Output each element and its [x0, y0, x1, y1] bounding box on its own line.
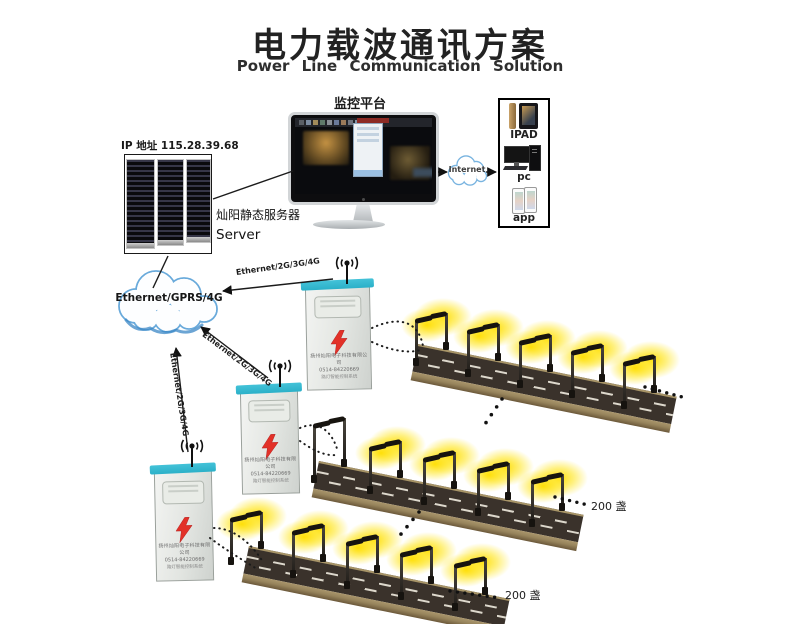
- cabinet-company-text: 扬州灿阳电子科技有限公司: [244, 456, 297, 471]
- cabinet-controller: [247, 399, 291, 423]
- gprs-cloud-icon: [118, 270, 218, 335]
- monitor-screen: [295, 118, 432, 194]
- street-lamp-pole: [397, 441, 403, 479]
- antenna-icon: [180, 439, 204, 467]
- pc-device: pc: [502, 144, 544, 183]
- ipad-label: IPAD: [510, 129, 538, 141]
- monitor-display: [288, 112, 439, 205]
- client-devices-box: IPAD pc app: [498, 98, 550, 228]
- ethernet-link-label-2: Ethernet/2G/3G/4G: [200, 330, 274, 389]
- cabinet-company-text: 扬州灿阳电子科技有限公司: [310, 352, 368, 366]
- dotted-link-cabinet1-road1: [371, 341, 422, 353]
- ethernet-link-label-1: Ethernet/2G/3G/4G: [235, 256, 321, 277]
- server-name-cn: 灿阳静态服务器: [216, 208, 301, 222]
- street-lamp-pole: [311, 425, 317, 483]
- street-lamp-pole: [398, 554, 404, 600]
- antenna-icon: [268, 359, 292, 387]
- street-lamp-pole: [452, 565, 458, 611]
- street-lamp-pole: [559, 474, 565, 512]
- control-cabinet-1: 扬州灿阳电子科技有限公司 0514-84220669 路灯智能控制系统: [300, 278, 375, 391]
- cabinet-system-text: 路灯智能控制系统: [321, 374, 358, 381]
- monitor-stand: [353, 205, 373, 222]
- server-name-en: Server: [216, 227, 261, 243]
- screen-photo: [303, 131, 349, 165]
- lamp-count-label-2: 200 盏: [505, 589, 541, 602]
- street-lamp-pole: [341, 417, 347, 467]
- page-title: 电力载波通讯方案: [252, 26, 548, 66]
- server-ip-label: IP 地址 115.28.39.68: [121, 140, 239, 152]
- street-lamp-pole: [228, 520, 234, 566]
- control-cabinet-3: 扬州灿阳电子科技有限公司 0514-84220669 路灯智能控制系统: [149, 462, 216, 582]
- control-cabinet-2: 扬州灿阳电子科技有限公司 0514-84220669 路灯智能控制系统: [235, 382, 303, 495]
- pc-label: pc: [517, 170, 531, 183]
- pc-icon: [502, 144, 544, 172]
- street-lamp-pole: [547, 334, 553, 372]
- street-lamp-pole: [443, 313, 449, 351]
- monitor-base: [313, 220, 385, 229]
- lightning-icon: [175, 517, 193, 544]
- server-rack-box: [124, 154, 212, 254]
- street-lamp-pole: [505, 463, 511, 501]
- street-lamp-pole: [651, 355, 657, 393]
- dotted-link-cabinet2-road2: [299, 440, 337, 457]
- street-lamp-pole: [258, 512, 264, 550]
- gprs-cloud-label: Ethernet/GPRS/4G: [115, 292, 223, 304]
- street-lamp-pole: [599, 345, 605, 383]
- server-rack-icon: [185, 159, 211, 243]
- app-label: app: [512, 211, 536, 224]
- street-lamp-pole: [621, 363, 627, 409]
- server-rack-icon: [125, 159, 155, 249]
- antenna-icon: [335, 256, 359, 284]
- street-lamp-pole: [344, 543, 350, 589]
- cabinet-controller: [313, 295, 363, 319]
- street-lamp-pole: [290, 532, 296, 578]
- street-lamp-pole: [495, 323, 501, 361]
- street-lamp-pole: [465, 331, 471, 377]
- street-lamp-pole: [421, 460, 427, 506]
- ethernet-link-label-3: Ethernet/2G/3G/4G: [168, 352, 191, 437]
- street-lamp-pole: [374, 535, 380, 573]
- street-lamp-pole: [367, 449, 373, 495]
- monitor-logo-dot: [362, 198, 365, 201]
- street-lamp-pole: [482, 557, 488, 595]
- street-lamp-head: [312, 419, 332, 429]
- monitoring-platform-label: 监控平台: [333, 97, 386, 112]
- screen-glint: [413, 168, 432, 177]
- cabinet-system-text: 路灯智能控制系统: [252, 478, 289, 485]
- server-rack-icon: [156, 159, 184, 246]
- internet-cloud-label: Internet: [448, 165, 486, 174]
- wire-server-monitor: [212, 170, 294, 200]
- street-lamp-pole: [413, 321, 419, 367]
- screen-popup-window: [353, 123, 383, 177]
- continuation-dots-diag1: [479, 397, 504, 432]
- ipad-device: IPAD: [507, 103, 541, 141]
- lightning-icon: [261, 434, 279, 461]
- page-subtitle: Power Line Communication Solution: [236, 57, 564, 75]
- lamp-count-label-1: 200 盏: [591, 500, 627, 513]
- street-lamp-pole: [529, 482, 535, 528]
- cabinet-controller: [161, 480, 205, 505]
- street-lamp-pole: [451, 452, 457, 490]
- cabinet-company-text: 扬州灿阳电子科技有限公司: [158, 542, 211, 557]
- street-lamp-pole: [428, 546, 434, 584]
- cabinet-phone-text: 0514-84220669: [319, 366, 360, 374]
- street-lamp-pole: [569, 353, 575, 399]
- cabinet-phone-text: 0514-84220669: [164, 556, 205, 564]
- dotted-link-cabinet2-road2: [299, 424, 339, 453]
- ipad-icon: [507, 103, 541, 130]
- screen-banner: [357, 118, 389, 123]
- street-lamp-pole: [475, 471, 481, 517]
- lightning-icon: [330, 330, 348, 357]
- street-lamp-pole: [320, 524, 326, 562]
- cabinet-system-text: 路灯智能控制系统: [166, 564, 203, 571]
- internet-cloud-icon: [447, 155, 488, 186]
- smartphone-app-icon: [509, 186, 539, 214]
- app-device: app: [509, 186, 539, 224]
- street-lamp-pole: [517, 342, 523, 388]
- cabinet-phone-text: 0514-84220669: [250, 470, 291, 478]
